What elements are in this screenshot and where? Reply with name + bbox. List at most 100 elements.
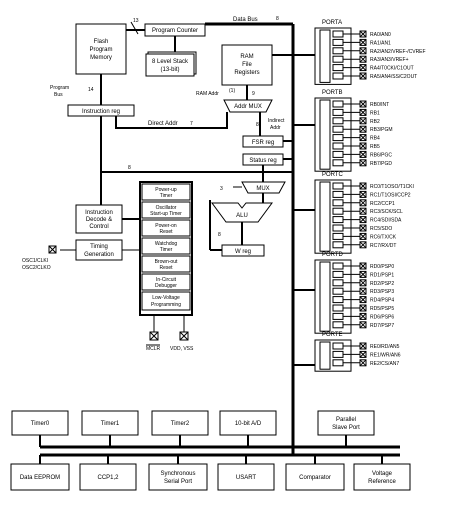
- portb-pin-7: [359, 159, 367, 167]
- alu-label: ALU: [236, 213, 248, 219]
- timer1-label: Timer1: [101, 421, 120, 427]
- width-7-label: 7: [190, 121, 193, 127]
- timer1-block: Timer1: [81, 410, 139, 436]
- portb-pin-label: RB1: [370, 110, 380, 116]
- timing-label-2: Generation: [84, 252, 114, 258]
- porta-pin-4: [359, 64, 367, 72]
- width-3-label: 3: [220, 186, 223, 192]
- osc-startup-label-2: Start-up Timer: [150, 211, 182, 217]
- portc-pin-0: [359, 182, 367, 190]
- portc-title: PORTC: [322, 172, 344, 178]
- ccp-block: CCP1,2: [79, 463, 137, 491]
- portb-title: PORTB: [322, 90, 343, 96]
- portd-pin-0: [359, 262, 367, 270]
- portc-pin-label: RC3/SCK/SCL: [370, 209, 403, 215]
- alu: ALU: [211, 202, 273, 223]
- porte-pin-0: [359, 342, 367, 350]
- portd-pin-5: [359, 304, 367, 312]
- power-on-label-1: Power-on: [155, 223, 177, 229]
- brownout-label-1: Brown-out: [155, 259, 178, 265]
- portc-pin-label: RC4/SDI/SDA: [370, 218, 402, 224]
- portc-pin-label: RC0/T1OSO/T1CKI: [370, 184, 414, 190]
- ram-addr-note: (1): [229, 88, 235, 94]
- adc-label: 10-bit A/D: [235, 421, 262, 427]
- portc-pin-4: [359, 216, 367, 224]
- vref-label-2: Reference: [368, 479, 396, 485]
- vref-label-1: Voltage: [372, 471, 393, 477]
- portb-pin-label: RB0/INT: [370, 102, 389, 108]
- lvp-label-2: Programming: [151, 302, 181, 308]
- mclr-label: MCLR: [146, 346, 161, 352]
- timing-label-1: Timing: [90, 244, 108, 250]
- portd-pin-label: RD3/PSP3: [370, 289, 394, 295]
- porta-pin-1: [359, 38, 367, 46]
- portd-pin-label: RD1/PSP1: [370, 272, 394, 278]
- osc-startup-label-1: Oscillator: [156, 205, 177, 211]
- decode-label-2: Decode &: [86, 217, 112, 223]
- vdd-pin: [179, 331, 189, 341]
- porta-pin-2: [359, 47, 367, 55]
- portd-block: PORTDRD0/PSP0RD1/PSP1RD2/PSP2RD3/PSP3RD4…: [314, 252, 394, 334]
- power-on-label-2: Reset: [159, 229, 173, 235]
- decode-label-1: Instruction: [85, 210, 113, 216]
- power-up-label-1: Power-up: [155, 187, 177, 193]
- portb-pin-label: RB6/PGC: [370, 152, 392, 158]
- portd-pin-4: [359, 296, 367, 304]
- w-reg-label: W reg: [235, 249, 251, 255]
- ssp-label-1: Synchronous: [160, 471, 195, 477]
- ram-label-2: File: [242, 62, 252, 68]
- indirect-addr-label-1: Indirect: [268, 118, 285, 124]
- portd-pin-6: [359, 312, 367, 320]
- portb-pin-label: RB3/PGM: [370, 127, 393, 133]
- parallel-slave-port-block: Parallel Slave Port: [317, 410, 375, 436]
- porte-pin-label: RE0/RD/AN5: [370, 344, 400, 350]
- power-up-label-2: Timer: [160, 193, 173, 199]
- porte-title: PORTE: [322, 332, 343, 338]
- portb-pin-2: [359, 117, 367, 125]
- program-counter-label: Program Counter: [152, 28, 198, 34]
- portb-pin-label: RB4: [370, 136, 380, 142]
- porta-pin-label: RA0/AN0: [370, 32, 391, 38]
- timer2-label: Timer2: [171, 421, 190, 427]
- width-8-w: 8: [218, 232, 221, 238]
- portd-pin-label: RD6/PSP6: [370, 314, 394, 320]
- timing-generation: Timing Generation: [75, 239, 123, 261]
- stack-label-1: 8 Level Stack: [152, 59, 189, 65]
- debugger-label-2: Debugger: [155, 283, 177, 289]
- mux: MUX: [241, 181, 286, 194]
- width-13-label: 13: [133, 18, 139, 24]
- addr-mux-label: Addr MUX: [234, 104, 262, 110]
- status-reg: Status reg: [242, 153, 284, 166]
- ram-label-1: RAM: [240, 54, 253, 60]
- level-stack: 8 Level Stack (13-bit): [145, 51, 197, 77]
- portb-pin-1: [359, 108, 367, 116]
- program-bus-label-1: Program: [50, 85, 69, 91]
- portc-pin-2: [359, 199, 367, 207]
- portd-pin-label: RD0/PSP0: [370, 264, 394, 270]
- portd-pin-label: RD4/PSP4: [370, 298, 394, 304]
- stack-label-2: (13-bit): [160, 67, 179, 73]
- portd-pin-label: RD5/PSP5: [370, 306, 394, 312]
- porte-pin-1: [359, 350, 367, 358]
- port-connectors: [293, 54, 315, 366]
- data-eeprom-block: Data EEPROM: [10, 463, 70, 491]
- portc-pin-label: RC7/RX/DT: [370, 243, 396, 249]
- flash-label-1: Flash: [94, 39, 109, 45]
- porta-pin-label: RA1/AN1: [370, 40, 391, 46]
- direct-addr-label: Direct Addr: [148, 121, 178, 127]
- ports: PORTARA0/AN0RA1/AN1RA2/AN2/VREF-/CVREFRA…: [314, 20, 426, 372]
- instruction-decode-control: Instruction Decode & Control: [75, 204, 123, 234]
- portc-pin-label: RC6/TX/CK: [370, 234, 397, 240]
- ccp-label: CCP1,2: [97, 475, 119, 481]
- psp-label-2: Slave Port: [332, 425, 360, 431]
- portd-pin-7: [359, 321, 367, 329]
- osc1-label: OSC1/CLKI: [22, 258, 48, 264]
- ssp-label-2: Serial Port: [164, 479, 192, 485]
- osc2-label: OSC2/CLKO: [22, 265, 51, 271]
- portb-pin-6: [359, 150, 367, 158]
- porta-pin-label: RA4/T0CKI/C1OUT: [370, 66, 414, 72]
- w-reg: W reg: [221, 244, 265, 257]
- width-8-indirect: 8: [256, 122, 259, 128]
